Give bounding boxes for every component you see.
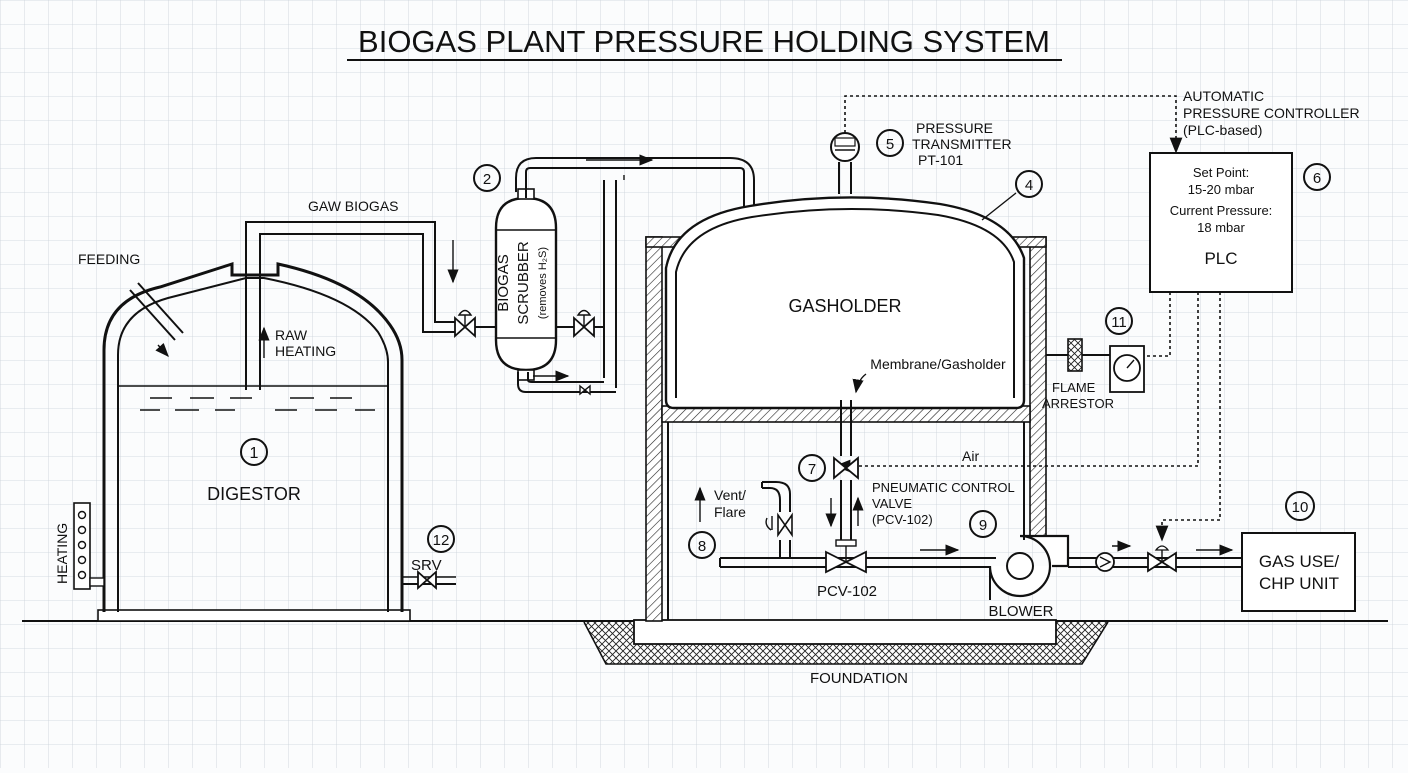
marker-1-label: 1 — [250, 445, 259, 462]
vent-label-1: Vent/ — [714, 487, 746, 503]
pt-label-2: TRANSMITTER — [912, 136, 1012, 152]
blower-label: BLOWER — [988, 603, 1053, 620]
plc-setpoint-value: 15-20 mbar — [1188, 182, 1255, 197]
marker-6 — [1303, 163, 1331, 191]
air-label: Air — [962, 448, 979, 464]
plc-outlet-valve-signal — [1155, 292, 1221, 542]
marker-8 — [688, 531, 716, 559]
digestor-tank — [97, 261, 411, 622]
feeding-label: FEEDING — [78, 251, 140, 267]
marker-10 — [1285, 491, 1315, 521]
marker-4-label: 4 — [1025, 177, 1033, 194]
membrane-pointer — [852, 373, 867, 394]
gas-use-chp-box[interactable] — [1241, 532, 1356, 612]
marker-12 — [427, 525, 455, 553]
plc-current-label: Current Pressure: — [1170, 203, 1273, 218]
pcv-label-3: (PCV-102) — [872, 512, 933, 527]
pcv-tag-label: PCV-102 — [817, 583, 877, 600]
scrubber-label-1: BIOGAS — [495, 254, 512, 312]
gasholder-dome — [664, 196, 1026, 410]
flame-arrestor — [1046, 338, 1110, 372]
marker-11-label: 11 — [1111, 314, 1127, 331]
blower[interactable] — [988, 534, 1070, 600]
apc-label-1: AUTOMATIC — [1183, 88, 1264, 104]
pt-signal-line — [844, 95, 1183, 154]
raw-biogas-pipe — [245, 221, 460, 390]
membrane-label: Membrane/Gasholder — [870, 356, 1006, 372]
marker-8-label: 8 — [698, 538, 706, 555]
marker-6-label: 6 — [1313, 170, 1321, 187]
marker-11 — [1105, 307, 1133, 335]
srv-valve[interactable] — [402, 569, 456, 591]
marker-9-label: 9 — [979, 517, 987, 534]
gasholder-label: GASHOLDER — [788, 296, 901, 316]
marker-4 — [1015, 170, 1043, 198]
diagram-title: BIOGAS PLANT PRESSURE HOLDING SYSTEM — [358, 24, 1050, 59]
pt-label-3: PT-101 — [918, 152, 963, 168]
flame-arrestor-label-1: FLAME — [1052, 380, 1096, 395]
digestor-label: DIGESTOR — [207, 484, 301, 504]
apc-label-3: (PLC-based) — [1183, 122, 1262, 138]
plc-current-value: 18 mbar — [1197, 220, 1245, 235]
pressure-gauge — [1109, 345, 1145, 393]
marker-4-leader — [981, 192, 1017, 221]
marker-5 — [876, 129, 904, 157]
scrubber-inlet-valve[interactable] — [454, 309, 496, 339]
apc-label-2: PRESSURE CONTROLLER — [1183, 105, 1360, 121]
marker-12-label: 12 — [433, 532, 450, 549]
plc-label: PLC — [1204, 249, 1237, 268]
marker-2-label: 2 — [483, 171, 491, 188]
foundation-label: FOUNDATION — [810, 670, 908, 687]
main-outlet-pipe — [719, 544, 996, 574]
pt-label-1: PRESSURE — [916, 120, 993, 136]
flame-arrestor-label-2: ARRESTOR — [1042, 396, 1114, 411]
marker-7-label: 7 — [808, 461, 816, 478]
marker-2 — [473, 164, 501, 192]
vent-label-2: Flare — [714, 504, 746, 520]
gas-use-pipe — [1068, 540, 1242, 573]
raw-heating-label: HEATING — [275, 343, 336, 359]
plc-air-signal — [834, 292, 1199, 473]
plc-box[interactable] — [1149, 152, 1293, 293]
scrubber-outlet-piping — [515, 154, 755, 396]
pcv-label-1: PNEUMATIC CONTROL — [872, 480, 1015, 495]
marker-10-label: 10 — [1292, 499, 1309, 516]
gaw-biogas-label: GAW BIOGAS — [308, 198, 399, 214]
scrubber-label-3: (removes H₂S) — [537, 247, 549, 319]
heating-side-label: HEATING — [54, 523, 70, 584]
heating-panel — [73, 502, 105, 590]
raw-label: RAW — [275, 327, 308, 343]
pcv-label-2: VALVE — [872, 496, 912, 511]
scrubber-label-2: SCRUBBER — [515, 241, 532, 325]
vent-flare-branch[interactable] — [694, 481, 793, 558]
pressure-transmitter — [830, 132, 860, 194]
feeding-pipe — [129, 282, 184, 358]
pneumatic-control-valve[interactable] — [825, 400, 864, 547]
marker-1 — [240, 438, 268, 466]
plc-setpoint-label: Set Point: — [1193, 165, 1249, 180]
gas-use-label-2: CHP UNIT — [1259, 574, 1339, 593]
marker-9 — [969, 510, 997, 538]
marker-7 — [798, 454, 826, 482]
gas-use-label-1: GAS USE/ — [1259, 552, 1340, 571]
srv-label: SRV — [411, 557, 442, 574]
marker-5-label: 5 — [886, 136, 894, 153]
